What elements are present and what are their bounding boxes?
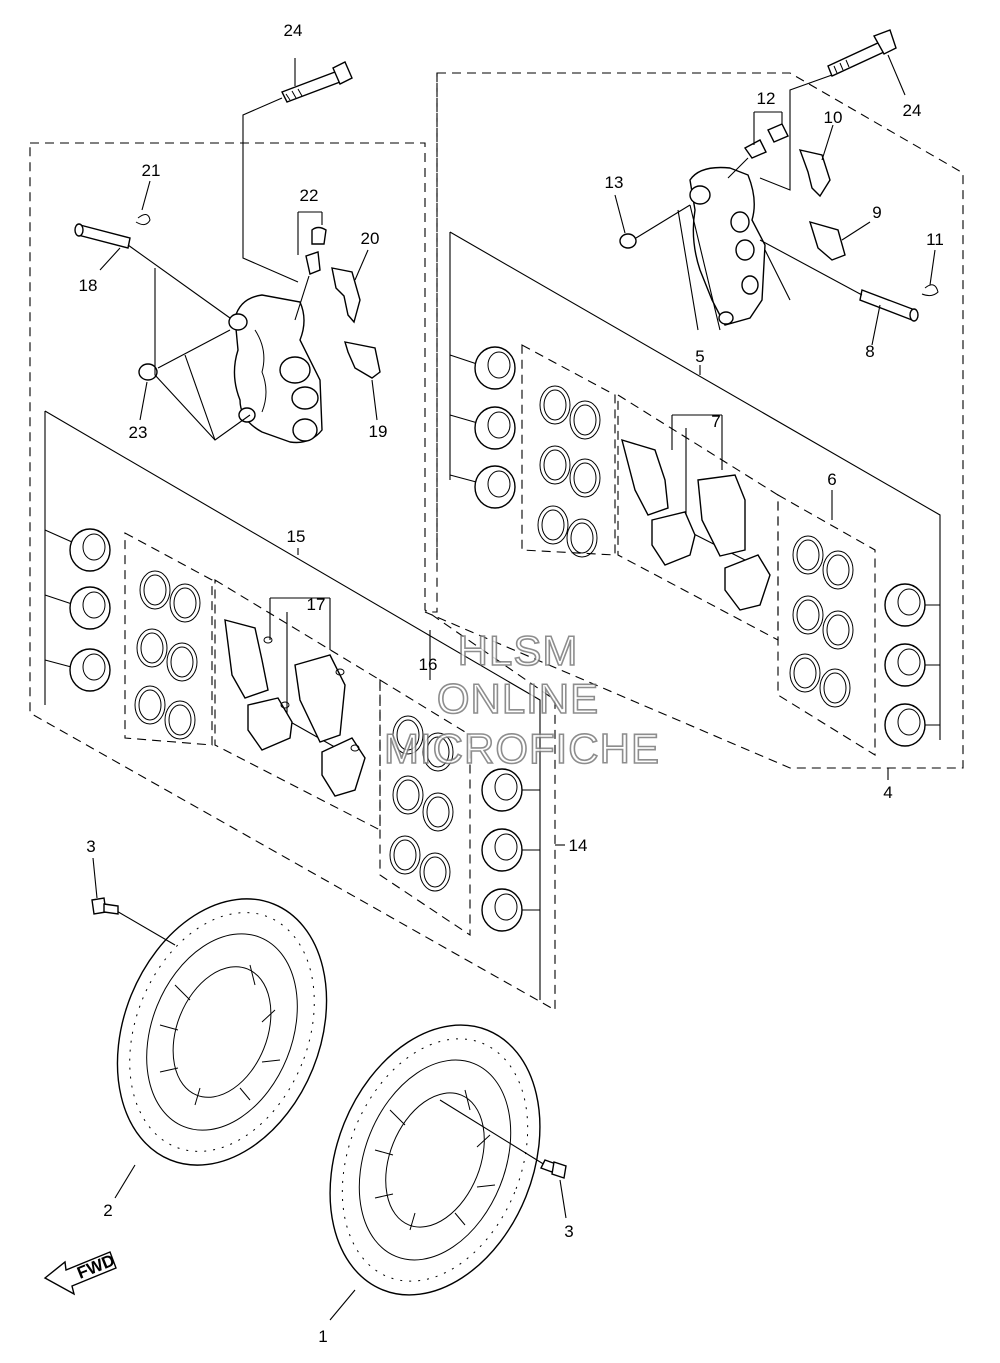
left-bleed-screw (305, 226, 327, 275)
callout-14: 14 (569, 836, 588, 855)
watermark-line-1: HLSM (458, 627, 579, 674)
left-pad-spring (331, 267, 361, 324)
callout-4: 4 (883, 783, 892, 802)
right-piston-set-b (884, 583, 940, 747)
left-caliper-group (29, 58, 565, 1011)
callout-3-left: 3 (86, 837, 95, 856)
callout-16: 16 (419, 655, 438, 674)
disc-bolt-left (91, 897, 119, 915)
right-seal-set-a (537, 385, 601, 558)
callout-6: 6 (827, 470, 836, 489)
right-brake-pads (621, 438, 771, 611)
callout-11: 11 (926, 230, 944, 249)
right-bleed-screw (743, 123, 789, 159)
callout-17: 17 (307, 595, 326, 614)
watermark-line-2: ONLINE (437, 675, 599, 722)
brake-disc-1 (329, 1024, 541, 1296)
left-pad-clip (343, 341, 381, 379)
right-washer (619, 233, 637, 249)
brake-disc-2 (116, 898, 328, 1166)
callout-20: 20 (361, 229, 380, 248)
right-caliper-group (424, 29, 964, 780)
left-washer (138, 363, 158, 381)
fwd-label: FWD (74, 1251, 117, 1283)
disc-bolt-right (540, 1159, 567, 1179)
callout-12: 12 (757, 89, 776, 108)
right-pad-spring (798, 149, 831, 198)
right-caliper-body (689, 166, 766, 326)
callout-8: 8 (865, 342, 874, 361)
forward-direction-arrow: FWD (43, 1251, 117, 1296)
left-caliper-body (228, 294, 323, 444)
callout-13: 13 (605, 173, 624, 192)
right-slide-pin (859, 289, 919, 322)
left-piston-set-b (481, 768, 540, 932)
left-slide-pin (74, 223, 131, 249)
left-mounting-bolt (281, 61, 353, 103)
right-pin-clip (921, 284, 939, 297)
callout-5: 5 (695, 347, 704, 366)
callout-19: 19 (369, 422, 388, 441)
left-seal-set-a (134, 570, 201, 740)
callout-22: 22 (300, 186, 319, 205)
callout-7: 7 (711, 412, 720, 431)
watermark-line-3: MICROFICHE (384, 725, 660, 772)
callout-labels: 1 2 3 3 4 5 6 7 8 9 10 11 12 13 14 15 16… (79, 21, 944, 1346)
callout-1: 1 (318, 1327, 327, 1346)
left-pin-clip (135, 214, 151, 226)
right-mounting-bolt (827, 29, 897, 77)
right-seal-set-b (789, 535, 854, 708)
left-piston-set-a (44, 528, 111, 692)
callout-15: 15 (287, 527, 306, 546)
callout-21: 21 (142, 161, 161, 180)
callout-24-right: 24 (903, 101, 922, 120)
callout-24-left: 24 (284, 21, 303, 40)
right-pad-clip (808, 220, 846, 261)
callout-2: 2 (103, 1201, 112, 1220)
callout-9: 9 (872, 203, 881, 222)
right-piston-set-a (449, 346, 516, 509)
callout-23: 23 (129, 423, 148, 442)
callout-3-right: 3 (564, 1222, 573, 1241)
callout-18: 18 (79, 276, 98, 295)
hlsm-watermark: HLSM ONLINE MICROFICHE (383, 626, 660, 773)
left-brake-pads (224, 619, 366, 797)
callout-10: 10 (824, 108, 843, 127)
